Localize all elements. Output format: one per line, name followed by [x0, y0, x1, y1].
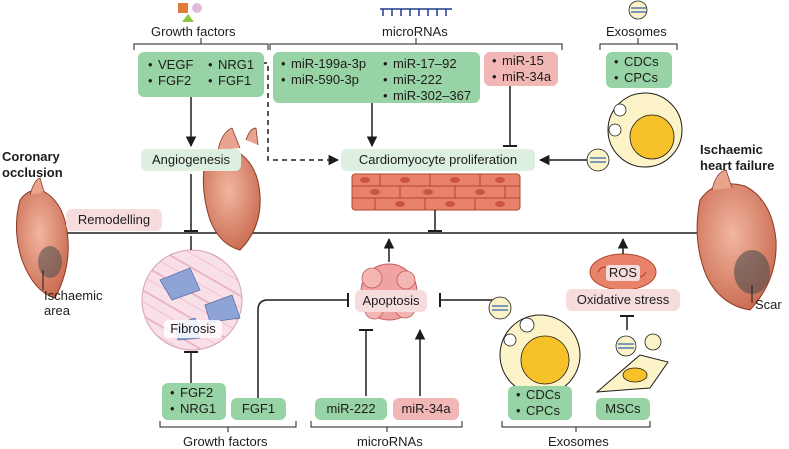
gf-item: NRG1 [208, 57, 254, 73]
exosomes-top-title: Exosomes [606, 24, 667, 39]
exosomes-bottom-box: CDCs CPCs [508, 386, 572, 420]
gf-item: FGF2 [170, 385, 216, 401]
title-line: Ischaemic [700, 142, 763, 157]
exosome-item: CDCs [516, 387, 561, 403]
oxidative-stress-label: Oxidative stress [566, 289, 680, 311]
gf-item: FGF1 [208, 73, 254, 89]
fgf1-bottom-box: FGF1 [231, 398, 286, 420]
arrow-nrg1-to-prolif [262, 62, 340, 166]
exosome-item: CDCs [614, 54, 659, 70]
micrornas-bottom-title: microRNAs [357, 434, 423, 449]
exosomes-bottom-title: Exosomes [548, 434, 609, 449]
mirna-item: miR-302–367 [383, 88, 471, 104]
brace-growth-bottom [159, 421, 297, 432]
inhibit-fgf1-apoptosis [257, 299, 348, 398]
gf-item: FGF2 [148, 73, 193, 89]
growth-factors-top-title: Growth factors [151, 24, 236, 39]
heart-left [16, 177, 69, 299]
mir-222-bottom-box: miR-222 [315, 398, 387, 420]
brace-growth-top [133, 38, 269, 50]
title-line: Coronary [2, 149, 60, 164]
mirna-item: miR-15 [492, 53, 551, 69]
cardiomyocyte-tissue [351, 173, 521, 211]
exosomes-top-box: CDCs CPCs [606, 52, 672, 88]
remodelling-label: Remodelling [66, 209, 162, 231]
mirna-item: miR-222 [383, 72, 471, 88]
mscs-bottom-box: MSCs [596, 398, 650, 420]
mirna-item: miR-34a [492, 69, 551, 85]
area-line: area [44, 303, 71, 318]
gf-item: VEGF [148, 57, 193, 73]
angiogenesis-label: Angiogenesis [141, 149, 241, 171]
msc-cell [595, 333, 669, 393]
brace-exosome-top [599, 38, 678, 50]
ros-label: ROS [606, 265, 640, 281]
growth-factor-icon [178, 3, 202, 22]
growth-factors-bottom-box: FGF2 NRG1 [162, 383, 226, 420]
exosome-secreting-cell-bottom [488, 296, 581, 396]
exosome-item: CPCs [614, 70, 659, 86]
heart-middle [202, 127, 261, 251]
heart-right [696, 169, 777, 311]
exosome-item: CPCs [516, 403, 561, 419]
brace-mirna-bottom [310, 421, 463, 432]
brace-exosome-bottom [501, 421, 651, 432]
ischaemic-heart-failure-title: Ischaemic heart failure [700, 142, 774, 174]
gf-item: NRG1 [170, 401, 216, 417]
brace-mirna-top [269, 38, 563, 50]
cardiomyocyte-proliferation-label: Cardiomyocyte proliferation [341, 149, 535, 171]
fibrosis-label: Fibrosis [164, 320, 222, 338]
growth-factors-top-box: VEGF FGF2 NRG1 FGF1 [138, 52, 264, 97]
growth-factors-bottom-title: Growth factors [183, 434, 268, 449]
ischaemic-area-label: Ischaemic area [44, 288, 103, 318]
micrornas-top-title: microRNAs [382, 24, 448, 39]
mirna-item: miR-590-3p [281, 72, 366, 88]
exosome-icon [628, 0, 648, 20]
apoptosis-label: Apoptosis [355, 290, 427, 312]
area-line: Ischaemic [44, 288, 103, 303]
title-line: occlusion [2, 165, 63, 180]
micrornas-promote-box: miR-199a-3p miR-590-3p miR-17–92 miR-222… [273, 52, 480, 104]
micrornas-inhibit-box: miR-15 miR-34a [484, 52, 558, 86]
scar-label: Scar [755, 297, 782, 312]
mirna-item: miR-199a-3p [281, 56, 366, 72]
coronary-occlusion-title: Coronary occlusion [2, 149, 63, 181]
mir-34a-bottom-box: miR-34a [393, 398, 459, 420]
microrna-icon [380, 8, 452, 16]
mirna-item: miR-17–92 [383, 56, 471, 72]
title-line: heart failure [700, 158, 775, 173]
exosome-secreting-cell-top [586, 92, 683, 172]
